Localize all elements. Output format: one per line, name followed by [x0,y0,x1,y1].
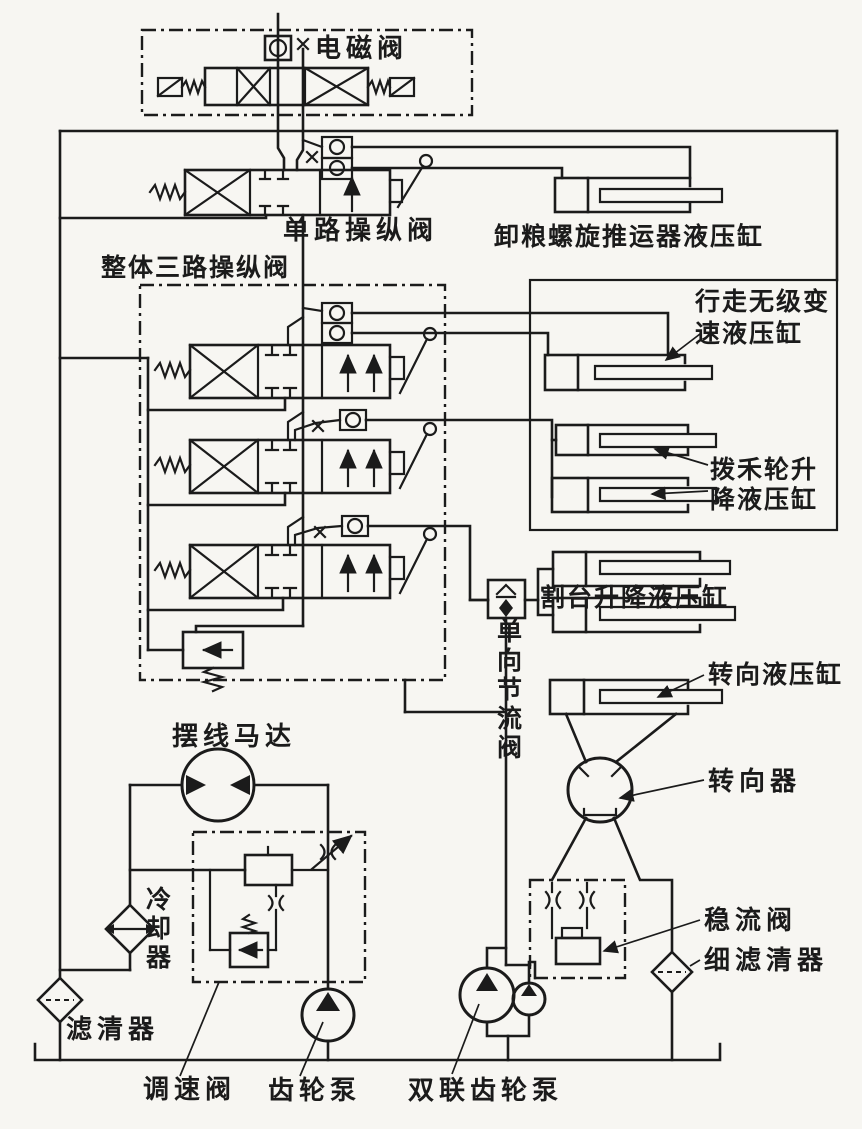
reel-lift-cylinder-lower [550,476,718,514]
plugged-port-icon [313,525,327,539]
label-leader-lines [179,333,709,1077]
cooler [58,903,156,972]
label-reel-cylinder-line1: 拨禾轮升 [710,456,818,484]
plugged-port-icon [305,150,319,164]
pressure-compensator [243,853,294,887]
lever-bracket [388,450,406,476]
label-cooler: 冷却器 [145,885,173,972]
cycloid-motor [128,747,330,991]
spring-icon [153,454,192,476]
lever-bracket [388,555,406,581]
header-lift-cylinder-lower [551,596,737,634]
header-lift-cylinder-upper [551,550,732,588]
label-filter: 滤清器 [66,1014,159,1044]
label-cycloid-motor: 摆线马达 [172,721,296,751]
reel-lift-cylinder-upper [554,423,718,457]
label-grain-auger-cylinder: 卸粮螺旋推运器液压缸 [494,222,764,251]
one-way-throttle-valve [468,567,555,620]
throttle-diamond-icon [499,599,513,617]
hand-lever-icon [398,537,429,595]
cylinder-group-box [528,278,839,532]
pump-triangle-icon [316,992,340,1011]
travel-speed-cylinder [543,353,714,392]
fine-filter [650,950,694,994]
single-control-valve-unit [148,135,692,217]
lever-bracket [388,178,404,204]
spring-icon [366,77,392,97]
hand-lever-icon [396,164,425,209]
plugged-port-icon [311,419,325,433]
spring-icon [180,77,207,97]
speed-control-valve-box [128,830,367,984]
main-pipe-lines [58,12,839,1062]
label-steering-unit: 转向器 [708,766,801,796]
label-travel-cylinder-line1: 行走无级变 [694,287,830,316]
three-way-valve-block [138,283,670,693]
label-header-cylinder: 割台升降液压缸 [540,583,729,612]
motor-triangle-icon [230,775,250,795]
label-one-way-throttle: 单向节流阀 [497,618,524,762]
pump-triangle-icon [476,973,498,991]
spring-icon [239,913,259,935]
control-valve-row-header [153,514,490,602]
label-double-gear-pump: 双联齿轮泵 [408,1075,563,1105]
tank-base [33,1042,722,1062]
label-fine-filter: 细滤清器 [704,945,828,975]
lever-bracket [388,355,406,381]
gear-pump [300,987,356,1062]
label-reel-cylinder-line2: 降液压缸 [710,485,818,514]
motor-triangle-icon [186,775,206,795]
label-solenoid-valve: 电磁阀 [315,33,408,63]
pump-triangle-icon [521,984,537,996]
steering-cylinder [548,678,724,716]
hand-lever-icon [398,432,429,490]
hand-lever-icon [398,337,429,395]
plugged-port-icon [296,37,310,51]
pilot-valve-icon [263,34,293,62]
label-single-control-valve: 单路操纵阀 [283,215,438,245]
double-gear-pump [458,966,547,1062]
return-filter [36,976,84,1024]
label-steering-cylinder: 转向液压缸 [708,660,843,689]
label-flow-stabilizer-valve: 稳流阀 [704,905,797,935]
flow-stabilizer-valve-box [527,878,627,985]
control-valve-row-travel [153,301,670,400]
label-three-way-control-valve: 整体三路操纵阀 [101,254,290,282]
control-valve-row-reel [153,408,558,499]
spring-icon [153,359,192,381]
labels: 电磁阀 单路操纵阀 整体三路操纵阀 卸粮螺旋推运器液压缸 行走无级变 速液压缸 … [66,33,843,1105]
label-gear-pump: 齿轮泵 [268,1075,361,1105]
spring-icon [199,666,227,693]
grain-auger-cylinder [553,176,724,214]
solenoid-actuator-right [388,76,416,98]
steering-unit [550,712,678,1062]
spring-icon [153,559,192,581]
label-speed-control-valve: 调速阀 [143,1074,236,1104]
solenoid-valve-unit [140,28,474,117]
spring-icon [148,181,187,203]
label-travel-cylinder-line2: 速液压缸 [695,319,803,348]
relief-valve [146,624,305,693]
